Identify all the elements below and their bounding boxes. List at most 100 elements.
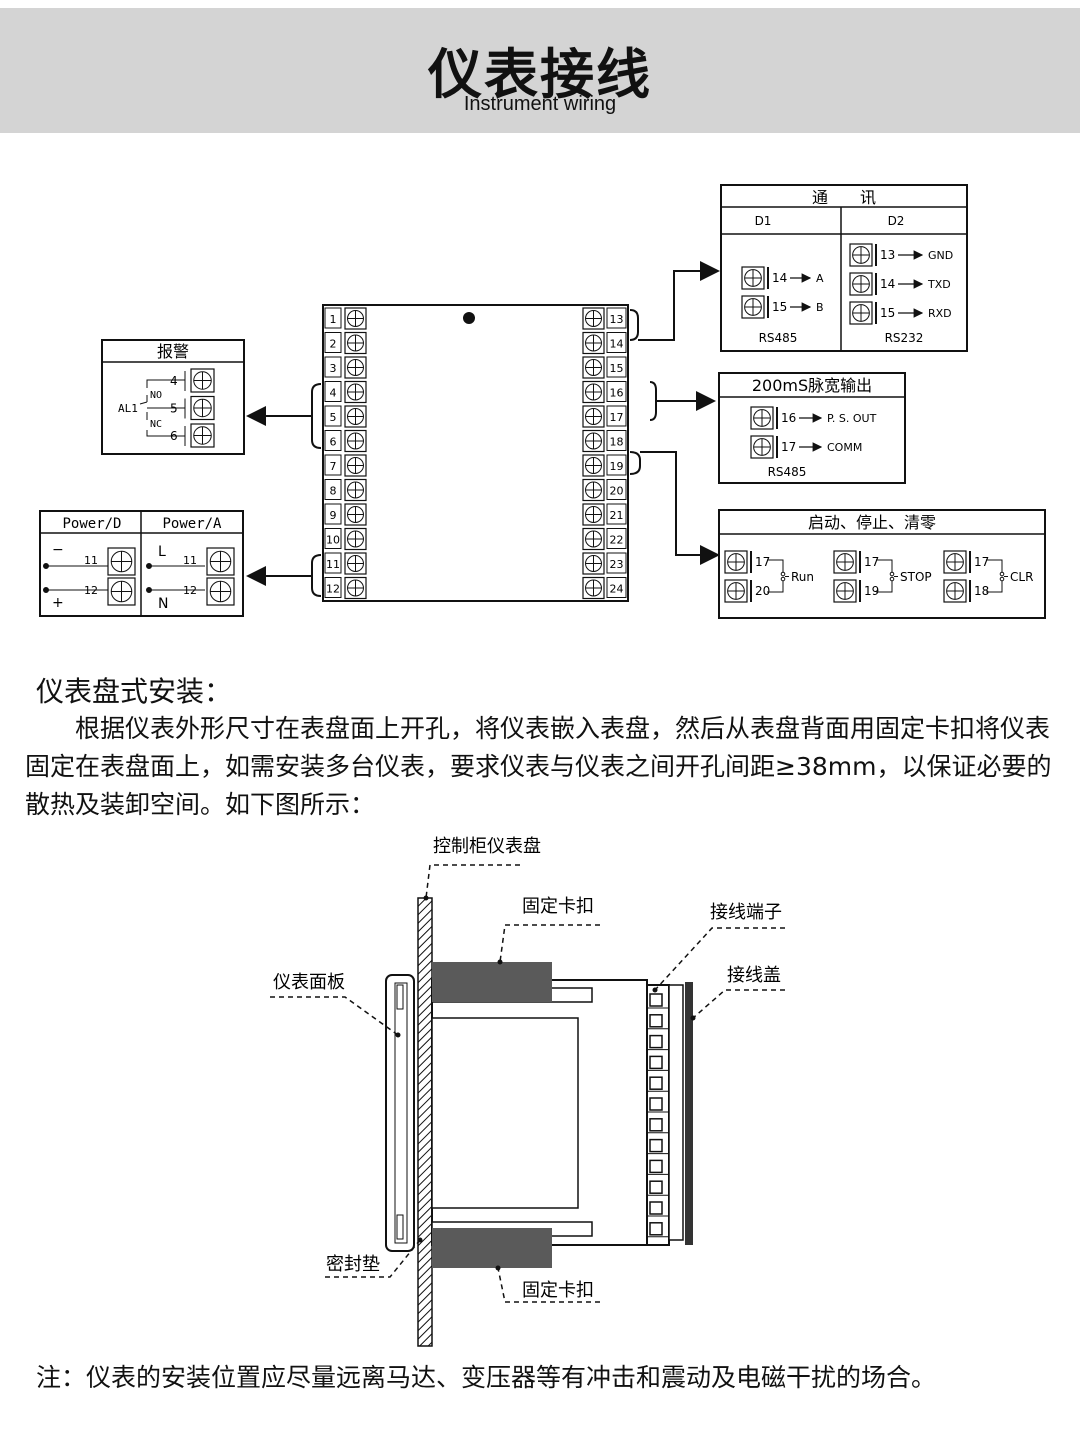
terminal-screw-icon bbox=[582, 454, 605, 477]
fixing-clip-bottom bbox=[432, 1228, 552, 1268]
terminal-slot bbox=[649, 1076, 663, 1090]
terminal-number: 3 bbox=[330, 362, 337, 375]
alarm-no-label: NO bbox=[150, 390, 162, 401]
terminal-screw-icon bbox=[582, 405, 605, 428]
terminal-number: 22 bbox=[610, 534, 624, 547]
terminal-screw-icon bbox=[741, 295, 765, 319]
terminal-number: 1 bbox=[330, 313, 337, 326]
terminal-number: 14 bbox=[772, 271, 787, 285]
terminal-screw-icon bbox=[582, 307, 605, 330]
meter-housing bbox=[431, 979, 648, 1246]
comm-d1-label: D1 bbox=[755, 214, 772, 228]
terminal-number: 24 bbox=[610, 583, 624, 596]
terminal-screw-icon bbox=[344, 307, 367, 330]
terminal-number: 20 bbox=[610, 485, 624, 498]
terminal-strip bbox=[646, 984, 670, 1246]
signal-label: B bbox=[816, 301, 824, 314]
power-a-terminal-number: 11 bbox=[183, 554, 197, 567]
label-clip-bottom: 固定卡扣 bbox=[522, 1280, 594, 1301]
terminal-number: 9 bbox=[330, 509, 337, 522]
terminal-screw-icon bbox=[344, 331, 367, 355]
comm-d2-footer: RS232 bbox=[885, 331, 924, 345]
mounting-paragraph: 根据仪表外形尺寸在表盘面上开孔，将仪表嵌入表盘，然后从表盘背面用固定卡扣将仪表固… bbox=[25, 714, 1052, 819]
terminal-slot bbox=[649, 1201, 663, 1215]
meter-indicator-dot bbox=[463, 312, 475, 324]
terminal-number: 13 bbox=[610, 313, 624, 326]
terminal-slot bbox=[649, 1222, 663, 1236]
signal-label: P. S. OUT bbox=[827, 412, 877, 425]
terminal-slot bbox=[649, 1055, 663, 1070]
terminal-slot bbox=[649, 1138, 663, 1153]
terminal-screw-icon bbox=[750, 406, 774, 430]
comm-d1-footer: RS485 bbox=[759, 331, 798, 345]
terminal-screw-icon bbox=[344, 576, 367, 600]
terminal-number: 5 bbox=[330, 411, 337, 424]
terminal-number: 13 bbox=[880, 248, 895, 262]
power-d-terminal-number: 11 bbox=[84, 554, 98, 567]
terminal-screw-icon bbox=[741, 266, 765, 290]
terminal-number: 4 bbox=[330, 387, 337, 400]
terminal-number: 21 bbox=[610, 509, 624, 522]
signal-label: COMM bbox=[827, 441, 862, 454]
terminal-screw-icon bbox=[582, 380, 605, 404]
pulse-title: 200mS脉宽输出 bbox=[752, 376, 872, 395]
terminal-number: 15 bbox=[772, 300, 787, 314]
terminal-number: 17 bbox=[755, 555, 770, 569]
terminal-screw-icon bbox=[206, 547, 235, 576]
signal-label: RXD bbox=[928, 307, 952, 320]
terminal-number: 17 bbox=[974, 555, 989, 569]
power-d-title: Power/D bbox=[62, 516, 121, 532]
terminal-number: 6 bbox=[330, 436, 337, 449]
installation-diagram: 控制柜仪表盘 固定卡扣 接线端子 接线盖 仪表面板 密封垫 固定卡扣 bbox=[270, 836, 785, 1347]
connection-lines bbox=[246, 261, 720, 597]
alarm-terminal-number: 4 bbox=[170, 374, 178, 388]
fixing-clip-top bbox=[432, 962, 552, 1002]
terminal-screw-icon bbox=[582, 576, 605, 600]
terminal-number: 16 bbox=[781, 411, 796, 425]
terminal-screw-icon bbox=[582, 429, 605, 453]
terminal-screw-icon bbox=[344, 527, 367, 551]
alarm-terminal-number: 5 bbox=[170, 402, 178, 416]
terminal-number: 14 bbox=[610, 338, 624, 351]
terminal-number: 17 bbox=[781, 440, 796, 454]
label-terminal: 接线端子 bbox=[710, 902, 782, 923]
header-banner: 仪表接线 Instrument wiring bbox=[0, 8, 1080, 133]
terminal-number: 17 bbox=[864, 555, 879, 569]
terminal-number: 18 bbox=[610, 436, 624, 449]
page-subtitle: Instrument wiring bbox=[463, 93, 617, 115]
terminal-screw-icon bbox=[582, 478, 605, 502]
terminal-number: 16 bbox=[610, 387, 624, 400]
terminal-slot bbox=[649, 1159, 663, 1174]
terminal-number: 8 bbox=[330, 485, 337, 498]
mounting-heading: 仪表盘式安装： bbox=[36, 675, 233, 708]
terminal-screw-icon bbox=[344, 454, 367, 477]
control-panel-plate bbox=[417, 897, 433, 1347]
label-clip-top: 固定卡扣 bbox=[522, 896, 594, 917]
terminal-screw-icon bbox=[206, 577, 235, 606]
terminal-screw-icon bbox=[724, 579, 748, 603]
terminal-number: 11 bbox=[326, 558, 340, 571]
page-title: 仪表接线 bbox=[428, 43, 652, 106]
terminal-screw-icon bbox=[344, 380, 367, 404]
signal-label: A bbox=[816, 272, 824, 285]
terminal-number: 14 bbox=[880, 277, 895, 291]
alarm-box: 报警 AL1 NO NC 456 bbox=[101, 339, 245, 455]
terminal-number: 12 bbox=[326, 583, 340, 596]
terminal-screw-icon bbox=[344, 356, 367, 379]
leader-lines bbox=[270, 864, 785, 1303]
control-title: 启动、停止、清零 bbox=[808, 513, 936, 532]
terminal-screw-icon bbox=[190, 368, 215, 393]
terminal-number: 19 bbox=[864, 584, 879, 598]
label-gasket: 密封垫 bbox=[326, 1254, 380, 1275]
terminal-number: 15 bbox=[610, 362, 624, 375]
label-faceplate: 仪表面板 bbox=[273, 972, 345, 993]
terminal-screw-icon bbox=[582, 503, 605, 526]
signal-label: TXD bbox=[927, 278, 951, 291]
power-a-title: Power/A bbox=[162, 516, 222, 532]
terminal-number: 23 bbox=[610, 558, 624, 571]
